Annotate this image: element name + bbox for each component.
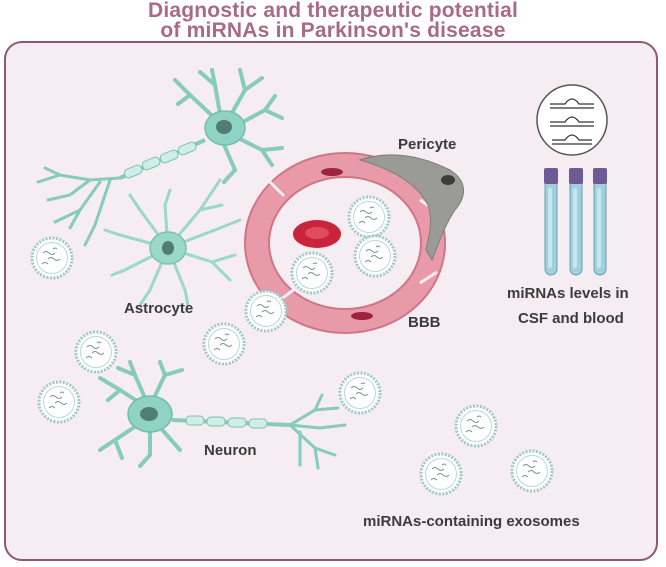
exosome-10 — [347, 195, 391, 239]
exosome-11 — [353, 234, 397, 278]
exosome-9 — [510, 449, 554, 493]
exosome-2 — [244, 289, 288, 333]
title-line-1: Diagnostic and therapeutic potential — [147, 0, 519, 22]
exosome-5 — [37, 380, 81, 424]
pericyte — [358, 154, 464, 262]
exosome-3 — [202, 322, 246, 366]
pericyte-label: Pericyte — [398, 136, 457, 153]
upper-neuron — [36, 68, 284, 247]
neuron-label: Neuron — [204, 442, 257, 459]
test-tubes — [544, 168, 607, 276]
mirna-levels-label-2: CSF and blood — [518, 310, 624, 327]
exosome-6 — [338, 371, 382, 415]
exosome-8 — [419, 452, 463, 496]
title-line-2: of miRNAs in Parkinson's disease — [160, 19, 506, 42]
bbb-label: BBB — [408, 314, 441, 331]
mirna-levels-label-1: miRNAs levels in — [507, 285, 629, 302]
exosome-1 — [30, 236, 74, 280]
blood-vessel — [244, 152, 446, 334]
exosome-12 — [290, 251, 334, 295]
mirna-hairpin-circle — [536, 84, 608, 156]
exosomes-label: miRNAs-containing exosomes — [363, 513, 580, 530]
lower-neuron — [98, 360, 347, 470]
exosome-7 — [454, 404, 498, 448]
exosome-4 — [74, 330, 118, 374]
astrocyte — [103, 178, 242, 307]
astrocyte-label: Astrocyte — [124, 300, 194, 317]
